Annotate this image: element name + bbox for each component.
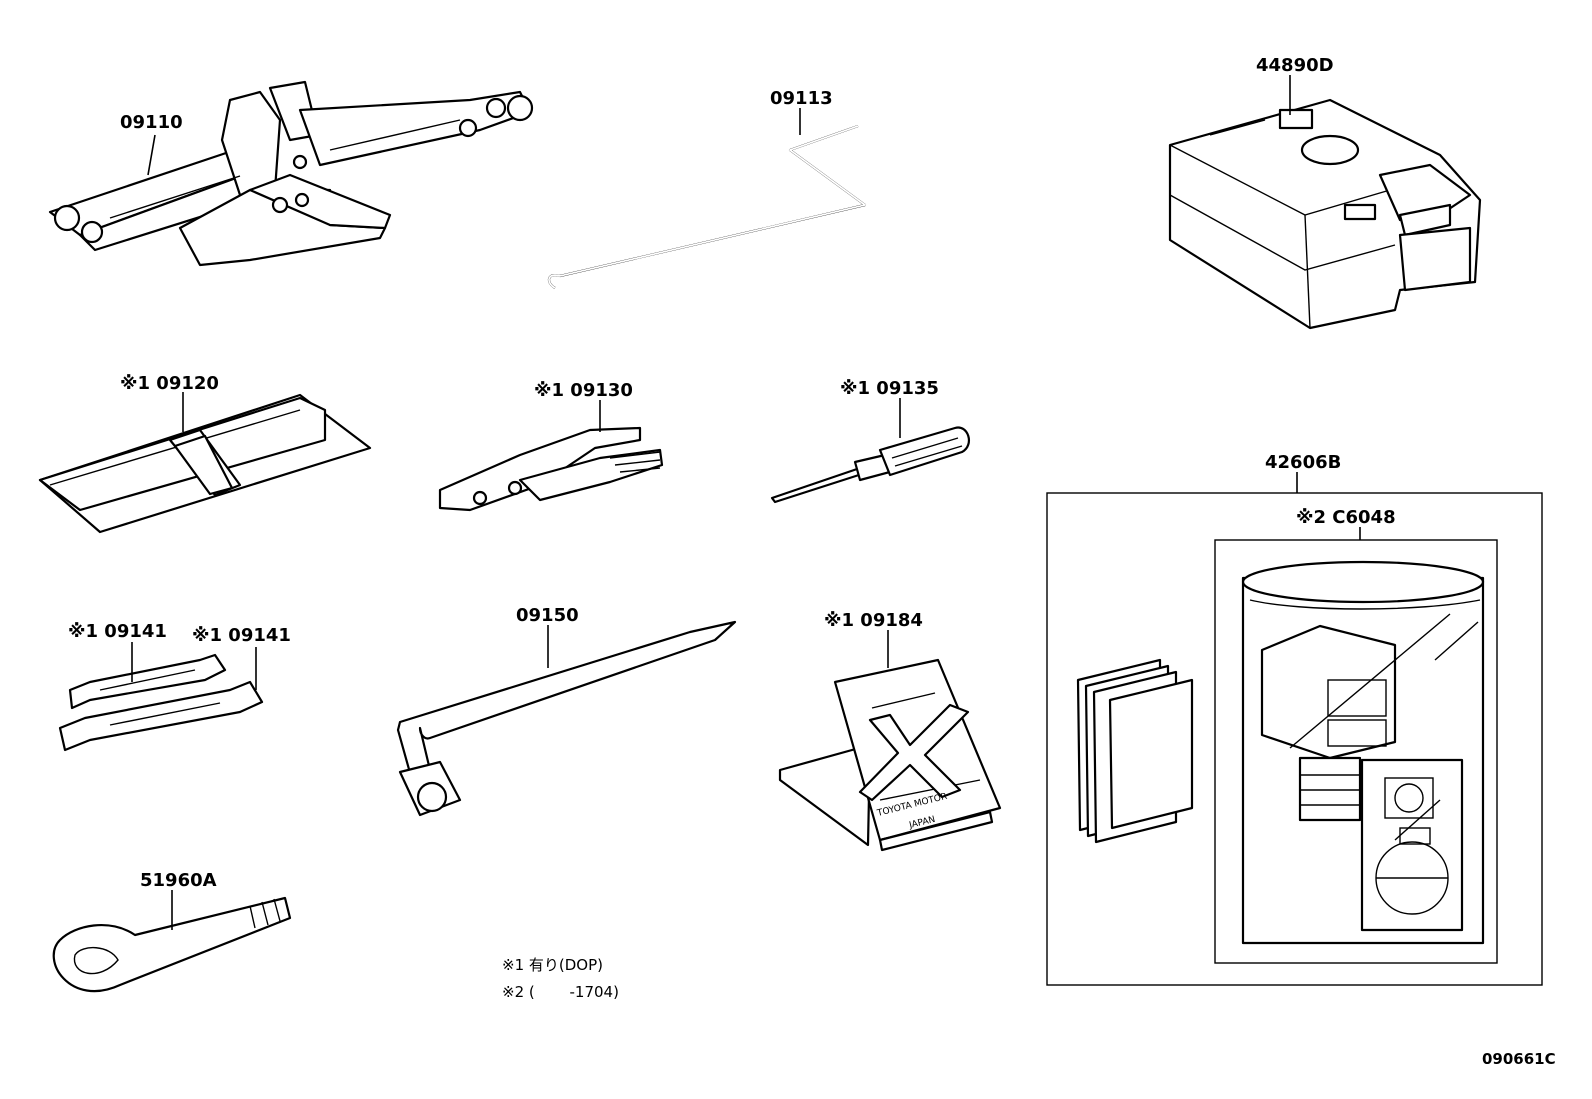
label-09120: ※1 09120 bbox=[120, 373, 219, 394]
label-09141-a: ※1 09141 bbox=[68, 621, 167, 642]
tire-compressor-illustration bbox=[1168, 98, 1482, 330]
label-09150: 09150 bbox=[516, 605, 579, 626]
warning-triangle-illustration: TOYOTA MOTOR JAPAN bbox=[778, 658, 1002, 852]
screwdriver-illustration bbox=[770, 426, 971, 504]
lug-wrench-illustration bbox=[396, 620, 737, 817]
figure-code: 090661C bbox=[1482, 1050, 1556, 1068]
jack-handle-illustration bbox=[547, 124, 868, 289]
label-09135: ※1 09135 bbox=[840, 378, 939, 399]
label-42606B: 42606B bbox=[1265, 452, 1341, 473]
label-09110: 09110 bbox=[120, 112, 183, 133]
label-09113: 09113 bbox=[770, 88, 833, 109]
label-09130: ※1 09130 bbox=[534, 380, 633, 401]
sealant-box bbox=[1214, 539, 1498, 964]
note-dop: ※1 有り(DOP) bbox=[502, 956, 603, 974]
label-51960A: 51960A bbox=[140, 870, 217, 891]
label-09141-b: ※1 09141 bbox=[192, 625, 291, 646]
label-44890D: 44890D bbox=[1256, 55, 1334, 76]
instruction-booklets-illustration bbox=[1076, 658, 1194, 844]
repair-kit-box bbox=[1046, 492, 1543, 986]
towing-eye-illustration bbox=[52, 896, 292, 993]
scissor-jack-illustration bbox=[48, 80, 534, 267]
sealant-bottle-illustration bbox=[1241, 560, 1485, 945]
note-date: ※2 ( -1704) bbox=[502, 983, 619, 1001]
label-09184: ※1 09184 bbox=[824, 610, 923, 631]
pliers-illustration bbox=[438, 426, 664, 512]
tool-bag-illustration bbox=[38, 393, 372, 534]
label-C6048: ※2 C6048 bbox=[1296, 507, 1396, 528]
open-end-wrenches-illustration bbox=[58, 653, 264, 752]
